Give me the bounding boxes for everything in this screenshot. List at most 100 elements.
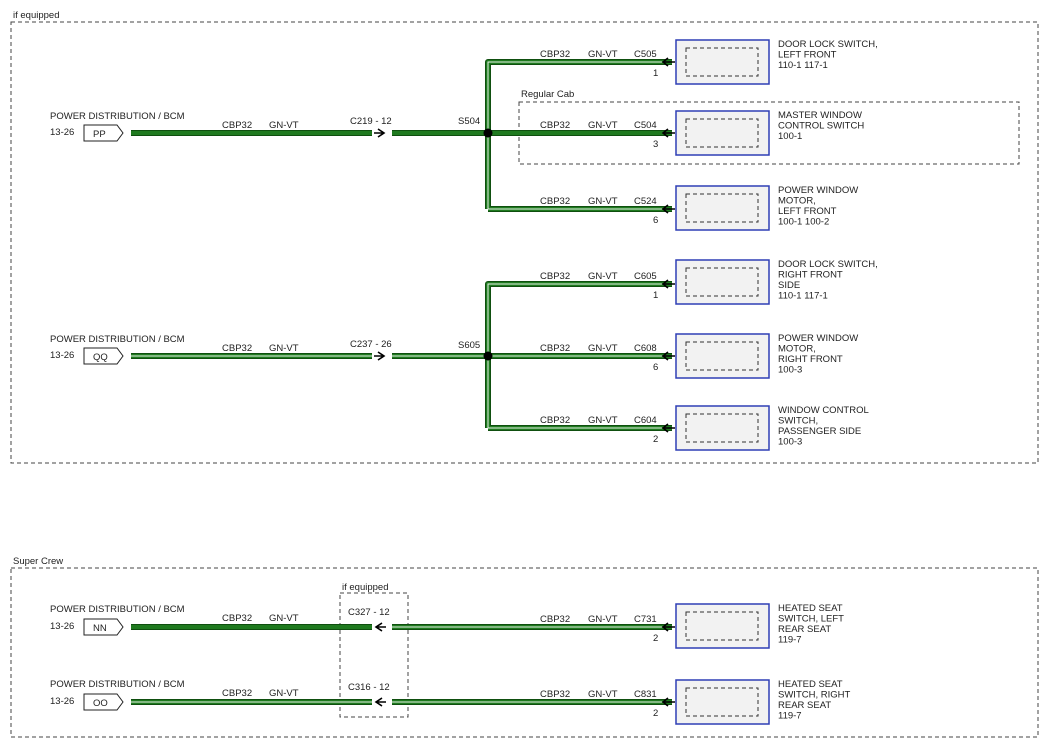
component-inner (685, 341, 759, 371)
pin-number: 2 (653, 708, 658, 719)
source-title: POWER DISTRIBUTION / BCM (50, 111, 185, 122)
wire-circuit-label: CBP32 (540, 271, 570, 282)
source-title: POWER DISTRIBUTION / BCM (50, 604, 185, 615)
splice-dot-s504 (483, 128, 493, 138)
source-tag: PP (93, 129, 106, 140)
component-name-line: DOOR LOCK SWITCH, (778, 39, 878, 50)
if-equipped-connector-label: if equipped (342, 582, 388, 593)
source-color: GN-VT (269, 613, 299, 624)
inline-connector-c219: C219 - 12 (350, 116, 392, 127)
regular-cab-label: Regular Cab (521, 89, 574, 100)
pin-arrow (661, 279, 675, 289)
component-box (675, 405, 770, 451)
component-name-line: WINDOW CONTROL (778, 405, 869, 416)
pin-number: 2 (653, 633, 658, 644)
section-box-super-crew (10, 567, 1039, 738)
component-box (675, 259, 770, 305)
source-circuit: CBP32 (222, 343, 252, 354)
connector-label: C608 (634, 343, 657, 354)
component-name-line: RIGHT FRONT (778, 354, 843, 365)
component-inner (685, 267, 759, 297)
component-refs: 110-1 117-1 (778, 291, 828, 302)
source-page: 13-26 (50, 696, 74, 707)
wire-color-label: GN-VT (588, 689, 618, 700)
component-name-line: POWER WINDOW (778, 333, 858, 344)
pin-arrow (661, 57, 675, 67)
connector-label: C604 (634, 415, 657, 426)
wire-color-label: GN-VT (588, 271, 618, 282)
component-name-line: SIDE (778, 280, 800, 291)
component-box (675, 39, 770, 85)
component-refs: 119-7 (778, 635, 802, 646)
source-circuit: CBP32 (222, 613, 252, 624)
component-box (675, 333, 770, 379)
connector-label: C731 (634, 614, 657, 625)
component-box (675, 603, 770, 649)
source-tag: QQ (93, 352, 108, 363)
source-tag-shape (83, 618, 124, 636)
source-circuit: CBP32 (222, 120, 252, 131)
component-inner (685, 687, 759, 717)
connector-label: C504 (634, 120, 657, 131)
component-box (675, 185, 770, 231)
source-page: 13-26 (50, 350, 74, 361)
component-name-line: POWER WINDOW (778, 185, 858, 196)
source-tag: NN (93, 623, 107, 634)
source-color: GN-VT (269, 120, 299, 131)
pin-arrow (661, 204, 675, 214)
if-equipped-connector-box (339, 592, 409, 718)
section-box-if-equipped (10, 21, 1039, 464)
source-color: GN-VT (269, 688, 299, 699)
wire-color-label: GN-VT (588, 343, 618, 354)
wire-color-label: GN-VT (588, 196, 618, 207)
pin-number: 1 (653, 68, 658, 79)
component-refs: 110-1 117-1 (778, 60, 828, 71)
pin-arrow (661, 351, 675, 361)
inline-connector-arrows (374, 128, 386, 707)
component-inner (685, 611, 759, 641)
source-page: 13-26 (50, 621, 74, 632)
source-tag-shape (83, 124, 124, 142)
wire-color-label: GN-VT (588, 614, 618, 625)
component-inner (685, 47, 759, 77)
pin-arrow (661, 697, 675, 707)
splice-dot-s605 (483, 351, 493, 361)
component-name-line: SWITCH, LEFT (778, 614, 844, 625)
component-name-line: PASSENGER SIDE (778, 426, 861, 437)
source-color: GN-VT (269, 343, 299, 354)
component-name-line: REAR SEAT (778, 700, 831, 711)
splice-label-s605: S605 (458, 340, 480, 351)
section-label-if-equipped: if equipped (13, 10, 59, 21)
component-refs: 100-1 100-2 (778, 217, 829, 228)
component-name-line: LEFT FRONT (778, 206, 837, 217)
component-name-line: HEATED SEAT (778, 603, 843, 614)
component-inner (685, 193, 759, 223)
wire-color-label: GN-VT (588, 120, 618, 131)
source-title: POWER DISTRIBUTION / BCM (50, 679, 185, 690)
source-tag-shape (83, 347, 124, 365)
component-name-line: DOOR LOCK SWITCH, (778, 259, 878, 270)
wire-circuit-label: CBP32 (540, 614, 570, 625)
wire-color-label: GN-VT (588, 49, 618, 60)
pin-arrow (661, 128, 675, 138)
source-pp: POWER DISTRIBUTION / BCM 13-26 PP CBP32 … (50, 111, 299, 142)
component-name-line: CONTROL SWITCH (778, 121, 864, 132)
inline-connector-c327: C327 - 12 (348, 607, 390, 618)
source-qq: POWER DISTRIBUTION / BCM 13-26 QQ CBP32 … (50, 334, 299, 365)
pin-arrow (661, 423, 675, 433)
pin-number: 6 (653, 215, 658, 226)
source-oo: POWER DISTRIBUTION / BCM 13-26 OO CBP32 … (50, 679, 299, 711)
component-box (675, 679, 770, 725)
source-tag-shape (83, 693, 124, 711)
wire-circuit-label: CBP32 (540, 196, 570, 207)
component-inner (685, 118, 759, 148)
